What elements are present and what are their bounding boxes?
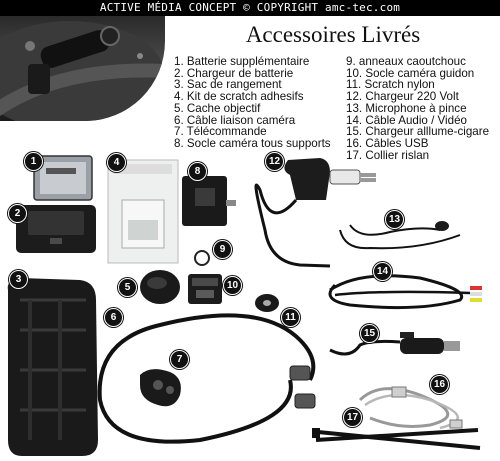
item-number-badge: 13 bbox=[385, 210, 404, 229]
list-item: 10. Socle caméra guidon bbox=[346, 66, 475, 80]
list-item: 8. Socle caméra tous supports bbox=[174, 136, 331, 150]
list-item: 4. Kit de scratch adhesifs bbox=[174, 90, 304, 104]
audio-video-cable bbox=[328, 274, 482, 310]
copyright-banner: ACTIVE MÉDIA CONCEPT © COPYRIGHT amc-tec… bbox=[0, 0, 500, 16]
list-item: 6. Câble liaison caméra bbox=[174, 113, 296, 127]
item-number-badge: 3 bbox=[9, 270, 28, 289]
rubber-ring bbox=[194, 250, 210, 266]
clip-microphone bbox=[339, 221, 461, 250]
list-item: 16. Câbles USB bbox=[346, 136, 429, 150]
list-item: 7. Télécommande bbox=[174, 125, 267, 139]
list-item: 14. Câble Audio / Vidéo bbox=[346, 113, 467, 127]
universal-mount bbox=[182, 176, 236, 226]
item-number-badge: 12 bbox=[265, 152, 284, 171]
list-item: 12. Chargeur 220 Volt bbox=[346, 90, 459, 104]
item-number-badge: 1 bbox=[24, 152, 43, 171]
nylon-strap bbox=[255, 294, 279, 312]
accessories-title: Accessoires Livrés bbox=[245, 22, 421, 47]
item-number-badge: 9 bbox=[213, 240, 232, 259]
item-number-badge: 15 bbox=[360, 324, 379, 343]
camera-link-cable bbox=[97, 313, 316, 444]
wall-charger bbox=[254, 158, 376, 268]
list-item: 13. Microphone à pince bbox=[346, 101, 467, 115]
item-number-badge: 6 bbox=[104, 308, 123, 327]
list-item: 17. Collier rislan bbox=[346, 148, 430, 162]
list-item: 15. Chargeur alllume-cigare bbox=[346, 125, 490, 139]
item-number-badge: 4 bbox=[107, 153, 126, 172]
item-number-badge: 10 bbox=[223, 276, 242, 295]
list-item: 3. Sac de rangement bbox=[174, 78, 282, 92]
cable-ties bbox=[312, 428, 481, 450]
accessories-list-right: 9. anneaux caoutchouc 10. Socle caméra g… bbox=[346, 56, 489, 161]
item-number-badge: 2 bbox=[8, 204, 27, 223]
storage-bag bbox=[7, 278, 98, 456]
battery-charger bbox=[16, 205, 96, 253]
list-item: 1. Batterie supplémentaire bbox=[174, 55, 310, 68]
handlebar-mount bbox=[188, 274, 222, 304]
velcro-kit bbox=[107, 159, 179, 264]
accessories-list-left: 1. Batterie supplémentaire 2. Chargeur d… bbox=[174, 56, 331, 150]
car-charger bbox=[329, 332, 460, 356]
list-item: 5. Cache objectif bbox=[174, 101, 261, 115]
list-item: 9. anneaux caoutchouc bbox=[346, 55, 466, 68]
item-number-badge: 11 bbox=[281, 308, 300, 327]
usb-cables bbox=[358, 386, 463, 430]
item-number-badge: 5 bbox=[118, 278, 137, 297]
item-number-badge: 17 bbox=[343, 408, 362, 427]
battery bbox=[33, 155, 93, 201]
lens-cap bbox=[140, 270, 180, 304]
item-number-badge: 16 bbox=[430, 375, 449, 394]
remote-control bbox=[140, 369, 181, 407]
list-item: 2. Chargeur de batterie bbox=[174, 66, 294, 80]
item-number-badge: 8 bbox=[188, 162, 207, 181]
item-number-badge: 7 bbox=[170, 350, 189, 369]
item-number-badge: 14 bbox=[373, 262, 392, 281]
list-item: 11. Scratch nylon bbox=[346, 78, 435, 92]
